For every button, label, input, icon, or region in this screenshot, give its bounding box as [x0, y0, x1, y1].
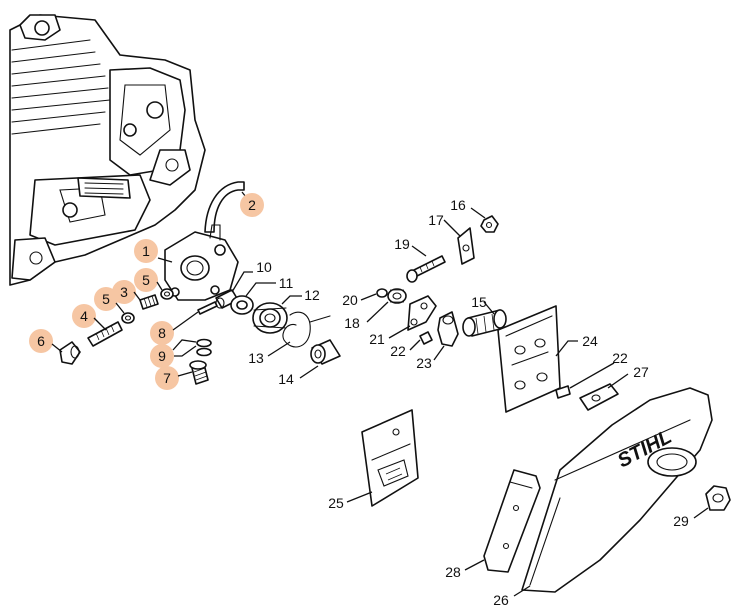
highlight-circles [29, 193, 264, 390]
part-washer-5b [121, 312, 135, 324]
part-screw-7 [189, 360, 209, 385]
part-pin-8 [197, 301, 218, 315]
callout-3: 3 [120, 284, 128, 300]
part-oil-pump [157, 224, 239, 301]
callout-11: 11 [279, 275, 294, 291]
part-washer-11 [230, 295, 254, 315]
callout-26: 26 [493, 592, 509, 608]
part-screw-22b [555, 385, 571, 399]
part-worm-gear-12 [252, 302, 288, 334]
part-sleeve-14 [310, 339, 341, 365]
highlight-4 [72, 304, 96, 328]
callout-29: 29 [673, 513, 689, 529]
part-plate-21 [407, 295, 437, 331]
callout-13: 13 [248, 350, 264, 366]
part-spring-3 [139, 294, 159, 310]
callout-9: 9 [158, 348, 166, 364]
part-washer-20 [376, 288, 388, 298]
highlight-8 [150, 321, 174, 345]
callout-6: 6 [37, 333, 45, 349]
callout-labels: 1 2 3 4 5 5 6 7 8 9 10 11 12 13 14 15 16… [37, 197, 689, 608]
callout-12: 12 [304, 287, 320, 303]
callout-22b: 22 [612, 350, 628, 366]
callout-8: 8 [158, 325, 166, 341]
callout-22a: 22 [390, 343, 406, 359]
part-adjuster-23 [437, 311, 459, 347]
callout-23: 23 [416, 355, 432, 371]
callout-21: 21 [369, 331, 385, 347]
highlight-5a [134, 268, 158, 292]
part-small-seal-5a [160, 288, 174, 300]
callout-16: 16 [450, 197, 466, 213]
part-nut-16 [480, 215, 499, 233]
highlight-2 [240, 193, 264, 217]
callout-25: 25 [328, 495, 344, 511]
part-plate-25 [361, 409, 419, 507]
part-gear-18 [387, 288, 407, 304]
highlight-7 [155, 366, 179, 390]
part-screw-22a [419, 331, 433, 345]
callout-20: 20 [342, 292, 358, 308]
callout-24: 24 [582, 333, 598, 349]
callout-17: 17 [428, 212, 444, 228]
part-sprocket-cover-26: STIHL [521, 387, 713, 593]
highlight-9 [150, 344, 174, 368]
callout-15: 15 [471, 294, 487, 310]
callout-7: 7 [163, 370, 171, 386]
callout-4: 4 [80, 308, 88, 324]
part-guide-plate-24 [497, 305, 561, 413]
part-nut-29 [705, 485, 731, 511]
callout-28: 28 [445, 564, 461, 580]
highlight-3 [112, 280, 136, 304]
engine-housing [9, 14, 206, 286]
callout-18: 18 [344, 315, 360, 331]
highlight-1 [134, 239, 158, 263]
callout-14: 14 [278, 371, 294, 387]
callout-2: 2 [248, 197, 256, 213]
callout-5b: 5 [102, 291, 110, 307]
callout-1: 1 [142, 243, 150, 259]
part-orings-9 [196, 338, 212, 357]
part-stud-15 [462, 309, 507, 337]
leader-lines [51, 207, 709, 597]
part-plug-6 [59, 341, 81, 365]
callout-19: 19 [394, 236, 410, 252]
highlight-5b [94, 287, 118, 311]
part-spring-clip-13 [282, 311, 331, 348]
part-guard-28 [483, 469, 541, 573]
callout-5a: 5 [142, 272, 150, 288]
highlight-6 [29, 329, 53, 353]
part-bolt-19 [406, 255, 446, 283]
part-bracket-17 [457, 227, 475, 265]
part-plate-27 [579, 383, 619, 411]
callout-27: 27 [633, 364, 649, 380]
part-worm-4 [87, 321, 123, 347]
callout-10: 10 [256, 259, 272, 275]
